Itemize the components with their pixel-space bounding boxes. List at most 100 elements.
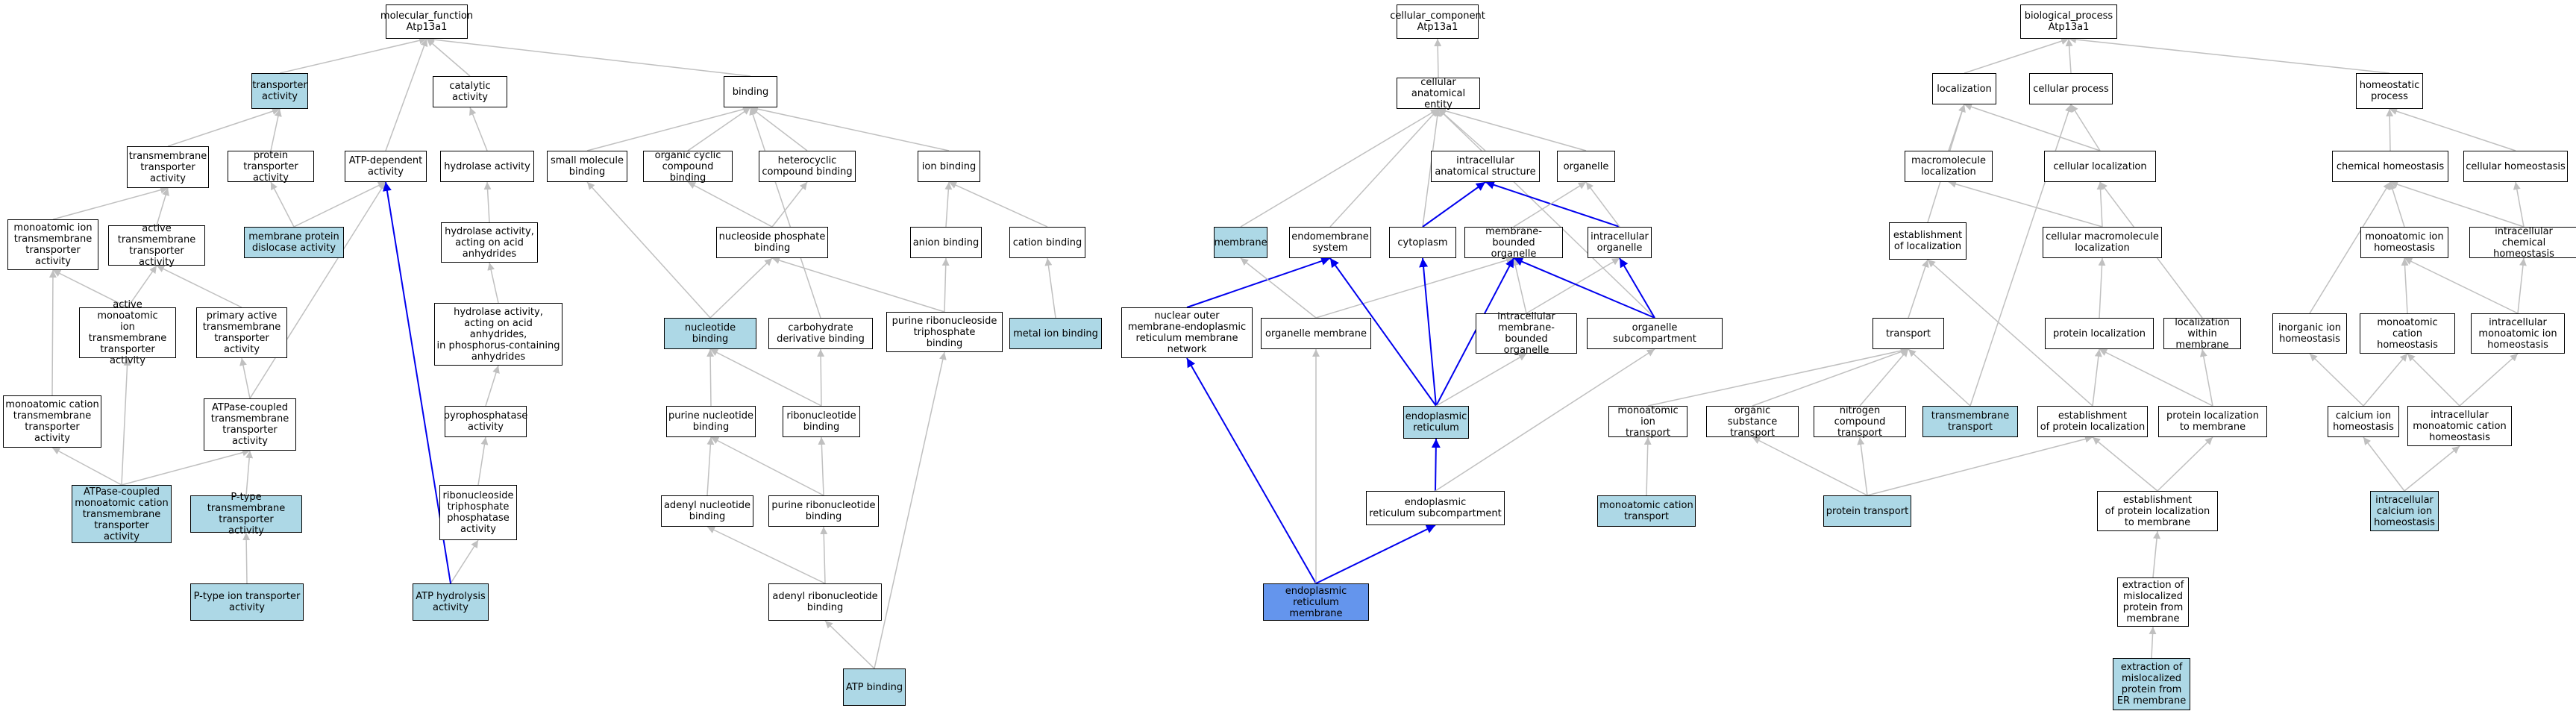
edge-intracellular-mono-ion-homeo-to-intracellular-chem-homeo [2517, 257, 2527, 314]
edge-intracellular-chem-homeo-to-chemical-homeo [2389, 181, 2525, 228]
edge-organelle-subcomp-to-membrane-bounded [1513, 257, 1655, 319]
edge-er-to-intracellular-mbo [1435, 353, 1527, 407]
go-term-monoatomic-cation-transport: monoatomic cation transport [1597, 495, 1696, 527]
edge-protein-transport-to-establishment-protein-loc [1867, 435, 2093, 496]
go-term-cellular-process: cellular process [2029, 73, 2113, 104]
edge-pyrophosphatase-to-hydrolase-phosphorus [485, 365, 500, 407]
edge-localization-to-bp [1964, 37, 2069, 74]
edge-cytoplasm-to-intracellular-anat [1422, 181, 1486, 228]
go-term-intracellular-mbo: intracellular membrane-bounded organelle [1476, 311, 1577, 356]
edge-adenyl-ribonucleotide-to-adenyl-nucleotide [706, 526, 826, 584]
edge-active-tm-to-tm-transporter [156, 187, 169, 226]
edge-monoatomic-ion-homeo-to-chemical-homeo [2389, 181, 2405, 228]
edge-protein-loc-membrane-to-protein-loc [2099, 348, 2213, 407]
go-term-mem-protein-disl: membrane protein dislocase activity [244, 227, 344, 258]
edge-establishment-protein-loc-to-protein-loc [2092, 348, 2102, 407]
edge-atp-dependent-to-mf [385, 38, 428, 151]
go-term-ribonucleoside-tp-phosphatase: ribonucleoside triphosphate phosphatase … [439, 485, 517, 540]
go-term-transporter: transporter activity [251, 73, 308, 109]
go-term-endomembrane: endomembrane system [1289, 227, 1371, 258]
edge-atp-binding-to-adenyl-ribonucleotide [824, 620, 875, 669]
edge-atpase-coupled-mono-to-atpase-coupled-tm [121, 448, 251, 486]
edge-intracellular-mono-cation-homeo-to-intracellular-mono-ion-homeo [2459, 353, 2519, 407]
edge-cellular-loc-to-localization [1964, 103, 2101, 151]
go-term-localization: localization [1932, 73, 1996, 104]
edge-protein-transport-to-nitrogen-compound-transport [1857, 436, 1868, 496]
go-term-atp-hydrolysis: ATP hydrolysis activity [413, 583, 489, 621]
go-term-mf: molecular_function Atp13a1 [380, 4, 473, 39]
edge-er-subcomp-to-er [1431, 438, 1441, 492]
edge-hydrolase-phosphorus-to-hydrolase-acid [487, 262, 499, 304]
edge-inorganic-ion-homeo-to-chemical-homeo [2309, 181, 2391, 314]
edge-cellular-macro-loc-to-cellular-loc [2096, 181, 2105, 228]
go-term-purine-ribonucleotide: purine ribonucleotide binding [768, 495, 879, 527]
edge-catalytic-to-mf [426, 38, 471, 77]
edge-tm-transporter-to-transporter [167, 107, 281, 147]
go-term-ribonucleotide: ribonucleotide binding [783, 406, 860, 437]
edge-membrane-to-cellular-anatomical [1240, 108, 1439, 228]
edge-mem-protein-disl-to-atp-dependent [293, 181, 386, 228]
edge-hydrolase-acid-to-hydrolase [483, 181, 492, 223]
edge-organelle-subcomp-to-intracellular-org [1619, 257, 1655, 319]
edge-intracellular-calcium-homeo-to-calcium-ion-homeo [2363, 436, 2405, 492]
edge-intracellular-org-to-organelle [1585, 181, 1620, 228]
go-term-protein-transport: protein transport [1823, 495, 1911, 527]
edge-nitrogen-compound-transport-to-transport [1859, 348, 1909, 407]
go-term-binding: binding [724, 76, 777, 107]
edge-chemical-homeo-to-homeostatic [2386, 108, 2394, 151]
edge-er-to-cytoplasm [1419, 257, 1437, 407]
go-term-pyrophosphatase: pyrophosphatase activity [444, 406, 527, 437]
edge-monoatomic-cation-homeo-to-monoatomic-ion-homeo [2401, 257, 2409, 314]
go-term-intracellular-mono-ion-homeo: intracellular monoatomic ion homeostasis [2471, 313, 2565, 354]
edge-organelle-membrane-to-membrane [1240, 257, 1317, 319]
edge-primary-active-to-active-tm [156, 265, 242, 308]
go-term-er-subcomp: endoplasmic reticulum subcompartment [1366, 491, 1505, 525]
edge-p-type-ion-to-p-type-tm [242, 532, 251, 584]
edge-nucleotide-binding-to-small-molecule [586, 181, 711, 319]
edge-cellular-loc-to-cellular-process [2070, 104, 2101, 151]
edge-transport-to-establishment-loc [1908, 259, 1929, 319]
go-term-establishment-protein-loc: establishment of protein localization [2037, 406, 2148, 437]
go-term-atpase-coupled-tm: ATPase-coupled transmembrane transporter… [204, 398, 296, 451]
go-term-nuclear-outer: nuclear outer membrane-endoplasmic retic… [1121, 307, 1253, 358]
go-term-cellular-homeo: cellular homeostasis [2463, 151, 2568, 182]
go-term-cellular-anatomical: cellular anatomical entity [1397, 77, 1480, 110]
edge-atp-hydrolysis-to-ribonucleoside-tp-phosphatase [450, 539, 479, 584]
go-term-monoatomic-ion-homeo: monoatomic ion homeostasis [2360, 227, 2448, 258]
go-term-purine-ribonucleoside-tp: purine ribonucleoside triphosphate bindi… [886, 312, 1003, 352]
go-term-hydrolase-phosphorus: hydrolase activity, acting on acid anhyd… [434, 303, 562, 366]
edge-monoatomic-ion-transport-to-transport [1647, 347, 1909, 407]
edge-ribonucleotide-to-nucleotide-binding [709, 348, 822, 407]
go-term-atp-dependent: ATP-dependent activity [345, 151, 427, 182]
go-term-ion-binding: ion binding [918, 151, 980, 182]
go-term-cation-binding: cation binding [1009, 227, 1085, 258]
edge-er-to-endomembrane [1329, 257, 1437, 407]
edge-intracellular-calcium-homeo-to-intracellular-mono-cation-homeo [2404, 445, 2460, 492]
go-term-protein-loc: protein localization [2045, 318, 2154, 349]
go-term-membrane: membrane [1214, 227, 1267, 258]
edge-active-monoatomic-to-active-tm [127, 265, 157, 308]
edge-er-membrane-to-er-subcomp [1315, 524, 1436, 584]
edge-cellular-homeo-to-homeostatic [2389, 107, 2516, 151]
go-term-nucleotide-binding: nucleotide binding [664, 318, 756, 349]
go-term-intracellular-anat: intracellular anatomical structure [1431, 151, 1540, 182]
edge-binding-to-mf [426, 36, 751, 77]
go-term-adenyl-nucleotide: adenyl nucleotide binding [661, 495, 753, 527]
edge-protein-loc-to-cellular-macro-loc [2098, 257, 2106, 319]
go-term-monoatomic-ion-transport: monoatomic ion transport [1608, 405, 1687, 439]
go-term-organic-substance-transport: organic substance transport [1706, 405, 1799, 439]
go-term-transport: transport [1873, 318, 1944, 349]
go-term-nitrogen-compound-transport: nitrogen compound transport [1814, 405, 1906, 439]
go-term-primary-active: primary active transmembrane transporter… [196, 307, 287, 358]
go-term-organelle-membrane: organelle membrane [1261, 318, 1371, 349]
go-term-inorganic-ion-homeo: inorganic ion homeostasis [2272, 313, 2347, 354]
go-term-er-membrane: endoplasmic reticulum membrane [1263, 583, 1369, 621]
edge-cellular-macro-loc-to-macromolecule-loc [1948, 180, 2103, 228]
edge-atp-binding-to-purine-ribonucleoside-tp [874, 351, 947, 669]
edge-purine-ribonucleotide-to-purine-nucleotide [710, 436, 824, 496]
edge-atpase-coupled-tm-to-primary-active [239, 357, 251, 399]
edge-organic-cyclic-to-binding [687, 107, 751, 151]
edge-atpase-coupled-mono-to-monoatomic-cation-tm [51, 447, 122, 486]
edge-atpase-coupled-mono-to-active-monoatomic [121, 357, 131, 486]
go-term-catalytic: catalytic activity [433, 76, 507, 107]
